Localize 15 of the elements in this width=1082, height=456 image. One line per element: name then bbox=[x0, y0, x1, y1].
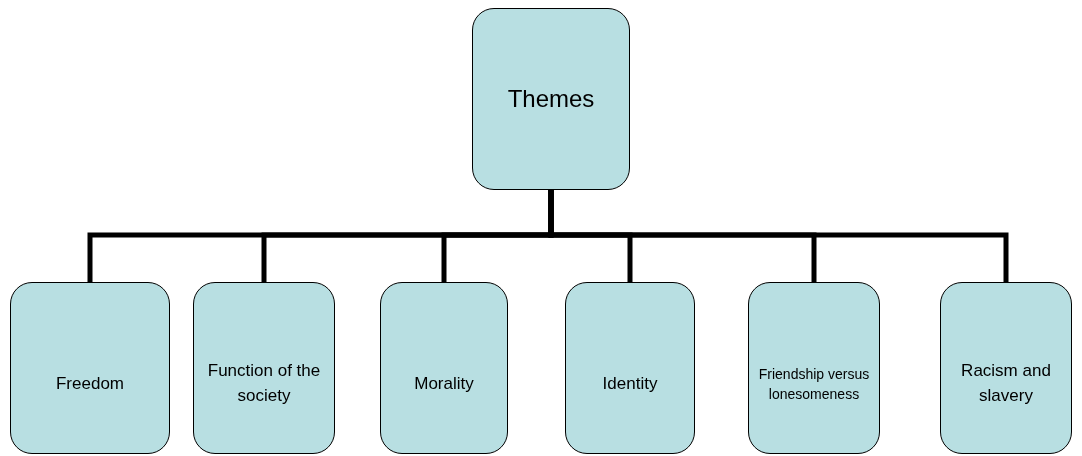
rounded-box bbox=[472, 8, 630, 190]
rounded-box bbox=[748, 282, 880, 454]
box-label: Racism and slavery bbox=[960, 360, 1052, 407]
rounded-box bbox=[565, 282, 695, 454]
connector-line bbox=[548, 190, 1009, 282]
box-label: Function of the society bbox=[206, 360, 322, 407]
box-label: Morality bbox=[414, 372, 474, 395]
rounded-box bbox=[940, 282, 1072, 454]
box-label: Friendship versus lonesomeness bbox=[757, 364, 871, 404]
box-label: Themes bbox=[507, 83, 595, 114]
box-label: Identity bbox=[602, 372, 658, 395]
rounded-box bbox=[10, 282, 170, 454]
rounded-box bbox=[380, 282, 508, 454]
rounded-box bbox=[193, 282, 335, 454]
box-label: Freedom bbox=[56, 372, 124, 395]
